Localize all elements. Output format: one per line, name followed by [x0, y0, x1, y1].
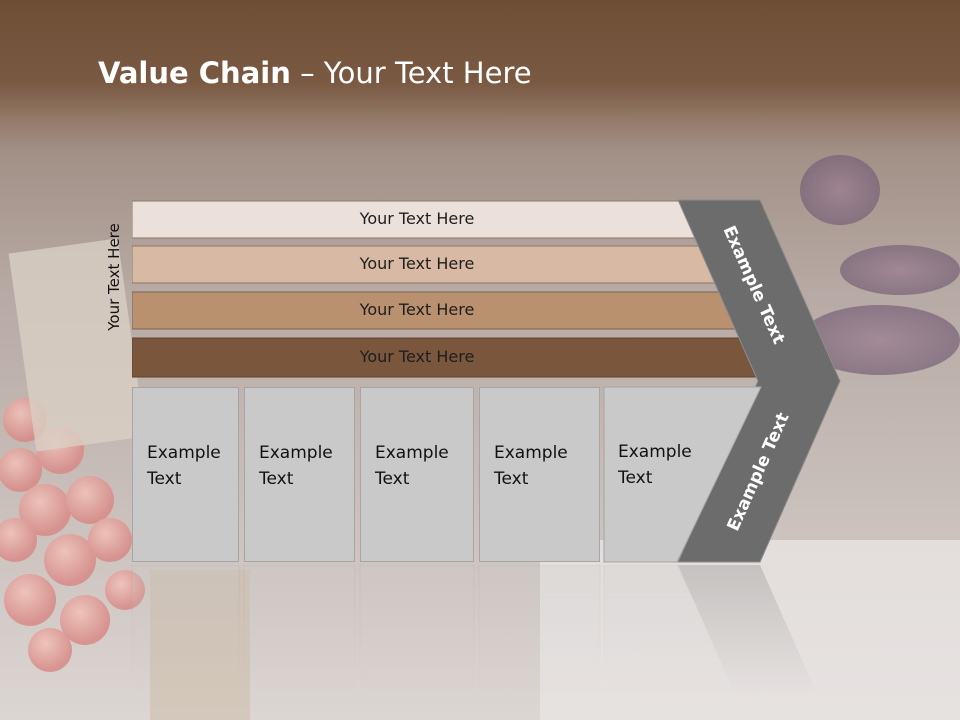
band-2-label: Your Text Here [359, 254, 475, 273]
box-5-label: Example Text [618, 442, 692, 488]
title-rest: – Your Text Here [290, 56, 532, 90]
header-band [0, 0, 960, 150]
box-4: Example Text [479, 387, 600, 562]
box-3-label: Example Text [375, 443, 449, 489]
box-5: Example Text [604, 387, 704, 562]
slide-title: Value Chain – Your Text Here [98, 56, 532, 90]
box-3: Example Text [360, 387, 474, 562]
band-1-label: Your Text Here [359, 209, 475, 228]
reflection [131, 565, 818, 695]
box-4-label: Example Text [494, 443, 568, 489]
band-4-label: Your Text Here [359, 347, 475, 366]
band-3-label: Your Text Here [359, 300, 475, 319]
title-bold: Value Chain [98, 56, 291, 90]
box-1-label: Example Text [147, 443, 221, 489]
box-2: Example Text [244, 387, 355, 562]
box-2-label: Example Text [259, 443, 333, 489]
box-1: Example Text [132, 387, 239, 562]
